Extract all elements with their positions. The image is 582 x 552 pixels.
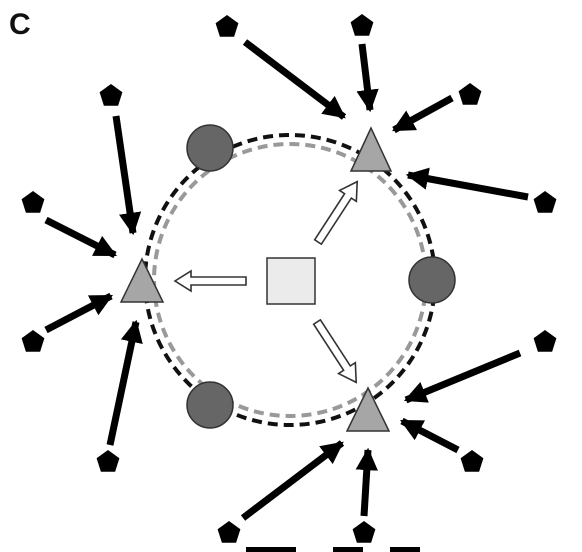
triangle-top xyxy=(349,126,393,172)
ring-circle xyxy=(186,124,234,172)
cropped-shape xyxy=(246,547,296,552)
pentagon xyxy=(215,15,239,37)
pentagon xyxy=(96,450,120,472)
pentagon xyxy=(21,191,45,213)
triangles xyxy=(119,126,393,432)
pentagon xyxy=(352,521,376,543)
cropped-shape xyxy=(333,547,363,552)
hollow-arrow xyxy=(312,318,358,384)
input-arrow xyxy=(106,319,143,446)
central-square xyxy=(266,257,316,305)
input-arrows xyxy=(44,39,529,521)
input-arrow xyxy=(240,440,345,521)
input-arrow xyxy=(242,39,347,120)
input-arrow xyxy=(356,43,379,113)
hollow-arrows xyxy=(173,180,359,384)
input-arrow xyxy=(44,216,117,259)
triangle-left xyxy=(119,257,165,303)
cropped-bottom-shapes xyxy=(246,547,420,552)
panel-label: C xyxy=(9,8,31,41)
pentagon xyxy=(21,330,45,352)
input-arrow xyxy=(405,167,529,201)
pentagon xyxy=(533,330,557,352)
ring-circles xyxy=(186,124,456,429)
input-arrow xyxy=(392,94,454,134)
input-arrow xyxy=(112,115,142,236)
hollow-arrow xyxy=(313,180,359,246)
ring-circle xyxy=(186,381,234,429)
pentagon xyxy=(458,83,482,105)
input-arrow xyxy=(355,447,378,517)
pentagon xyxy=(460,450,484,472)
pentagon xyxy=(99,84,123,106)
pentagons xyxy=(21,14,557,543)
triangle-bottom xyxy=(345,386,391,432)
pentagon xyxy=(350,14,374,36)
input-arrow xyxy=(44,292,113,334)
pentagon xyxy=(533,191,557,213)
cropped-shape xyxy=(390,547,420,552)
pentagon xyxy=(217,521,241,543)
input-arrow xyxy=(403,349,522,404)
input-arrow xyxy=(400,417,460,454)
ring-circle xyxy=(408,256,456,304)
hollow-arrow xyxy=(173,269,247,293)
